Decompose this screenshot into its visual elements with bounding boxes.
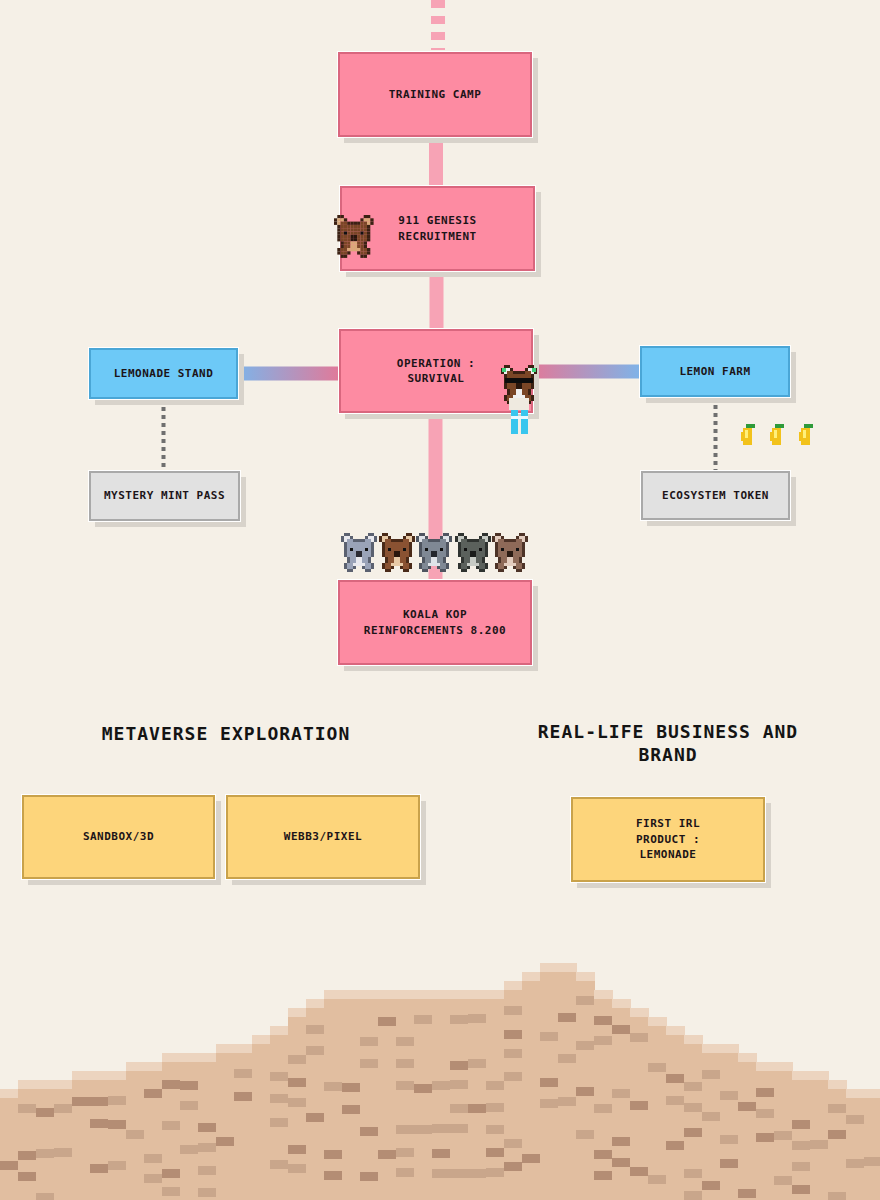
roadmap-step: 911 GENESIS RECRUITMENT	[340, 186, 535, 271]
box-label: LEMON FARM	[679, 364, 750, 379]
box-label: MYSTERY MINT PASS	[104, 488, 225, 503]
roadmap-step: KOALA KOP REINFORCEMENTS 8.200	[338, 580, 532, 665]
koala-sprite	[416, 533, 452, 572]
side-branch: LEMONADE STAND	[89, 348, 238, 399]
box-label: KOALA KOP REINFORCEMENTS 8.200	[352, 607, 518, 638]
goal-box: SANDBOX/3D	[22, 795, 215, 879]
box-label: FIRST IRL PRODUCT : LEMONADE	[613, 816, 723, 862]
dotted-connector	[714, 397, 718, 471]
roadmap-step: TRAINING CAMP	[338, 52, 532, 137]
roadmap-step: OPERATION : SURVIVAL	[339, 329, 533, 413]
box-label: ECOSYSTEM TOKEN	[662, 488, 769, 503]
box-label: 911 GENESIS RECRUITMENT	[378, 213, 498, 244]
lemon-icon	[799, 424, 813, 445]
mountain-shape	[0, 963, 880, 1200]
sub-item: MYSTERY MINT PASS	[89, 471, 240, 521]
path-connector	[430, 271, 444, 329]
path-connector	[429, 413, 443, 580]
box-label: OPERATION : SURVIVAL	[376, 356, 496, 387]
lemon-icon	[770, 424, 784, 445]
goal-box: WEBB3/PIXEL	[226, 795, 420, 879]
dashed-path	[431, 0, 445, 50]
section-heading: METAVERSE EXPLORATION	[76, 722, 376, 745]
branch-connector	[533, 365, 640, 379]
box-label: WEBB3/PIXEL	[284, 829, 362, 844]
branch-connector	[238, 367, 339, 381]
section-heading: REAL-LIFE BUSINESS AND BRAND	[518, 720, 818, 767]
box-label: SANDBOX/3D	[83, 829, 154, 844]
box-label: LEMONADE STAND	[114, 366, 214, 381]
side-branch: LEMON FARM	[640, 346, 790, 397]
sub-item: ECOSYSTEM TOKEN	[641, 471, 790, 520]
lemon-icon	[741, 424, 755, 445]
path-connector	[429, 137, 443, 186]
dotted-connector	[162, 399, 166, 471]
koala-sprite	[492, 533, 528, 572]
koala-sprite	[379, 533, 415, 572]
box-label: TRAINING CAMP	[389, 87, 482, 102]
koala-sprite	[341, 533, 377, 572]
koala-sprite	[455, 533, 491, 572]
goal-box: FIRST IRL PRODUCT : LEMONADE	[571, 797, 765, 882]
